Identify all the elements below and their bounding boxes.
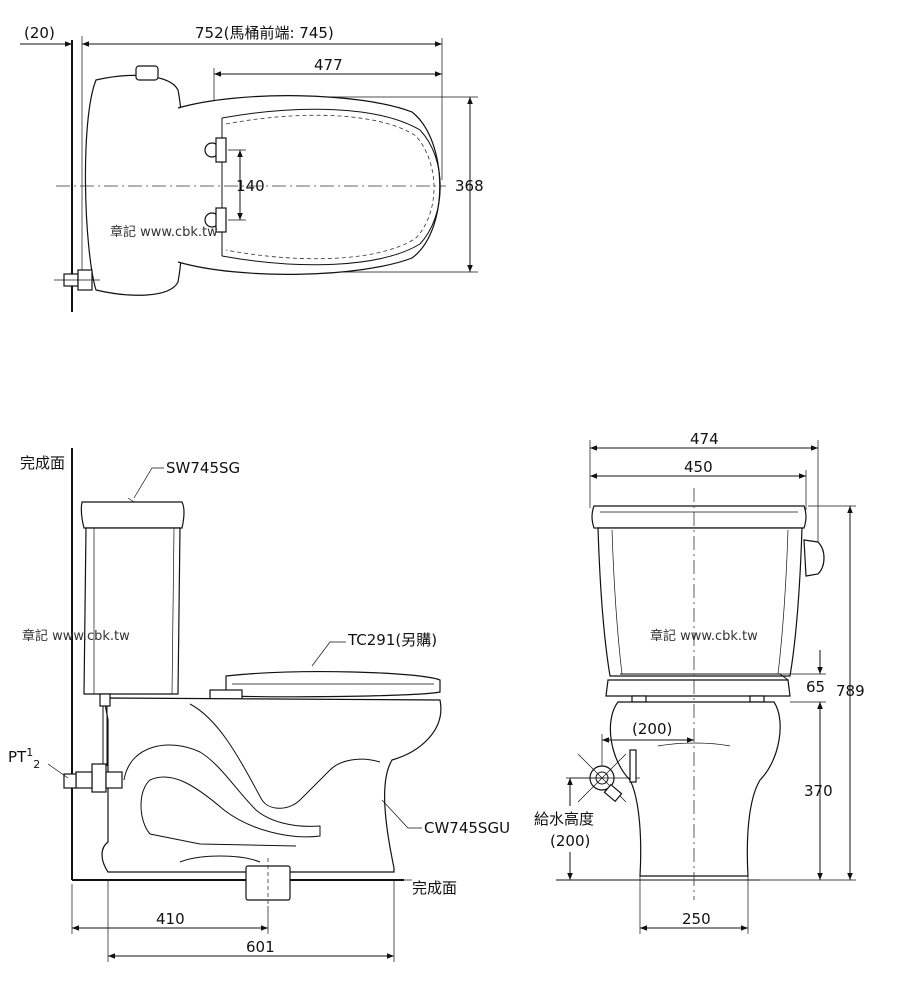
dim-width: 368 [455, 177, 484, 195]
dim-tank-lid: 474 [690, 430, 719, 448]
dim-overall-length: 752(馬桶前端: 745) [195, 24, 334, 42]
dim-depth: 601 [246, 938, 275, 956]
supply-height-label: 給水高度 [534, 810, 594, 828]
dim-rough-in: 410 [156, 910, 185, 928]
dim-bowl-height: 370 [804, 782, 833, 800]
supply-height-value: (200) [550, 832, 590, 850]
bowl-model: CW745SGU [424, 819, 510, 837]
floor-label-top: 完成面 [20, 454, 65, 472]
side-watermark: 章記 www.cbk.tw [22, 628, 130, 644]
front-view: 474 450 65 789 [530, 430, 865, 934]
side-view: 完成面 完成面 SW745SG TC291(另購) PT12 [8, 448, 510, 962]
floor-label-bottom: 完成面 [412, 879, 457, 897]
top-view: (20) 752(馬桶前端: 745) 477 368 140 [20, 24, 484, 312]
top-watermark: 章記 www.cbk.tw [110, 224, 218, 240]
dim-overall-height: 789 [836, 682, 865, 700]
front-watermark: 章記 www.cbk.tw [650, 628, 758, 644]
dim-seat-length: 477 [314, 56, 343, 74]
dim-base-width: 250 [682, 910, 711, 928]
seat-model: TC291(另購) [347, 631, 437, 649]
dim-tank-body: 450 [684, 458, 713, 476]
dim-wall-offset: (20) [24, 24, 55, 42]
dim-seat-thickness: 65 [806, 678, 825, 696]
dim-supply-offset: (200) [632, 720, 672, 738]
tank-lid-model: SW745SG [166, 459, 240, 477]
supply-label: PT12 [8, 746, 40, 771]
